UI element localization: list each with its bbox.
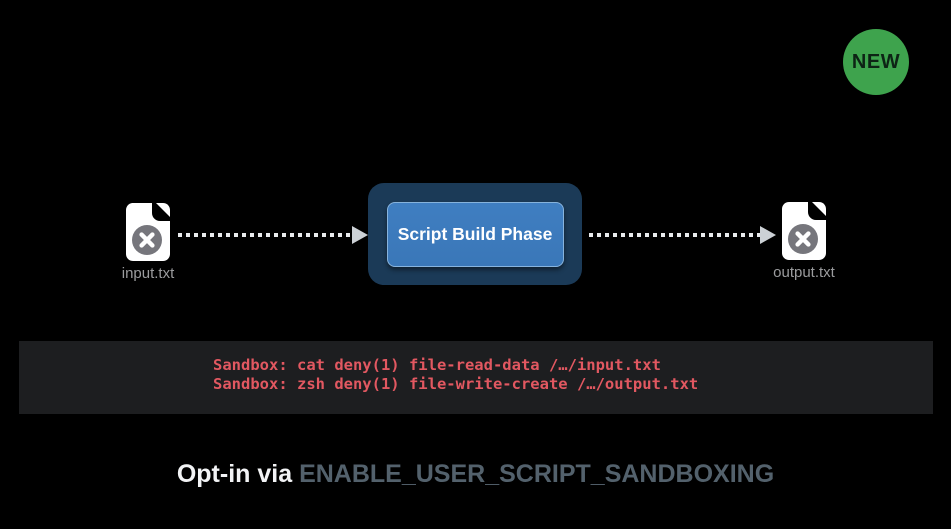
build-setting-name: ENABLE_USER_SCRIPT_SANDBOXING xyxy=(299,460,775,488)
input-file-label: input.txt xyxy=(121,265,175,282)
arrowhead-icon xyxy=(760,226,776,244)
script-build-phase-box: Script Build Phase xyxy=(368,183,582,285)
arrowhead-icon xyxy=(352,226,368,244)
blocked-document-icon xyxy=(126,203,170,261)
input-file: input.txt xyxy=(122,203,174,282)
opt-in-text: Opt-in via xyxy=(176,460,300,488)
dashed-line xyxy=(589,233,760,237)
console-line-1: Sandbox: cat deny(1) file-read-data /…/i… xyxy=(213,356,661,374)
sandbox-console-text: Sandbox: cat deny(1) file-read-data /…/i… xyxy=(213,356,698,394)
console-line-2: Sandbox: zsh deny(1) file-write-create /… xyxy=(213,375,699,393)
xmark-circle-icon xyxy=(132,225,162,255)
sandbox-console-panel: Sandbox: cat deny(1) file-read-data /…/i… xyxy=(19,341,933,414)
footer-caption: Opt-in via ENABLE_USER_SCRIPT_SANDBOXING xyxy=(0,459,951,490)
dashed-line xyxy=(178,233,352,237)
output-file-label: output.txt xyxy=(773,264,835,281)
script-build-phase-button: Script Build Phase xyxy=(386,201,564,267)
xmark-circle-icon xyxy=(788,224,818,254)
blocked-document-icon xyxy=(782,202,826,260)
output-file: output.txt xyxy=(773,202,835,281)
new-badge: NEW xyxy=(843,29,909,95)
